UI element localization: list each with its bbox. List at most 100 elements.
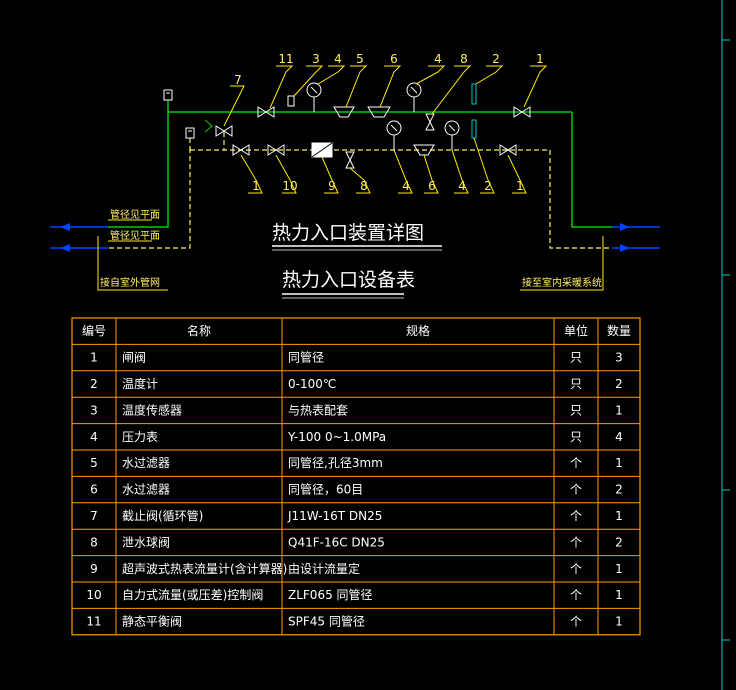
callout-top-9: 1 <box>536 52 544 66</box>
table-cell: 3 <box>90 403 98 417</box>
table-cell: 7 <box>90 509 98 523</box>
callout-leader <box>349 167 371 194</box>
pipe-arrows <box>50 223 660 252</box>
table-cell: 同管径,孔径3mm <box>288 455 383 470</box>
table-cell: 2 <box>90 377 98 391</box>
callout-bottom-7: 4 <box>458 179 466 193</box>
table-cell: 1 <box>615 588 623 602</box>
table-cell: 1 <box>615 509 623 523</box>
thermometer-icon <box>471 119 477 139</box>
callout-leader <box>415 65 446 85</box>
table-cell: 1 <box>615 456 623 470</box>
callout-leader <box>473 137 495 194</box>
table-cell: 个 <box>570 535 582 549</box>
table-cell: 只 <box>570 377 582 391</box>
table-cell: 0-100℃ <box>288 377 336 391</box>
label-left-lower: 管径见平面 <box>110 229 160 242</box>
table-cell: 1 <box>90 351 98 365</box>
table-cell: 2 <box>615 377 623 391</box>
callout-leader <box>240 154 263 194</box>
filter-icon <box>367 106 391 118</box>
table-cell: 4 <box>615 430 623 444</box>
table-cell: 8 <box>90 535 98 549</box>
table-cell: J11W-16T DN25 <box>287 509 382 523</box>
top-callout-leaders <box>223 65 548 127</box>
gate-valve-icon <box>513 106 531 118</box>
callout-leader <box>507 154 527 194</box>
callout-bottom-2: 10 <box>282 179 297 193</box>
callout-bottom-5: 4 <box>402 179 410 193</box>
drain-valve-icon <box>425 113 435 131</box>
table-header-cell: 数量 <box>607 323 631 338</box>
table-header-cell: 规格 <box>406 323 430 338</box>
table-cell: 1 <box>615 615 623 629</box>
callout-leader <box>275 154 297 194</box>
callout-leader <box>431 65 472 115</box>
bottom-callout-leaders <box>240 137 527 194</box>
callout-leader <box>393 149 413 194</box>
callout-bottom-9: 1 <box>516 179 524 193</box>
table-cell: 个 <box>570 483 582 497</box>
table-cell: 闸阀 <box>122 351 146 365</box>
callout-leader <box>423 154 439 194</box>
table-cell: 个 <box>570 615 582 629</box>
return-pipe <box>108 132 612 249</box>
table-cell: 与热表配套 <box>288 403 348 417</box>
table-cell: 同管径 <box>288 350 324 365</box>
callout-leader <box>523 65 548 108</box>
callout-mid-7: 7 <box>234 73 242 87</box>
leader-lines-bottom <box>97 219 604 291</box>
drain-valve-icon <box>345 151 355 169</box>
flow-control-valve-icon <box>267 144 285 156</box>
table-cell: SPF45 同管径 <box>288 614 365 629</box>
table-cell: 个 <box>570 588 582 602</box>
callout-leader <box>223 85 245 127</box>
callout-top-6: 4 <box>434 52 442 66</box>
bypass-valve <box>204 119 233 137</box>
table-header-cell: 编号 <box>82 323 106 338</box>
supply-components <box>257 82 531 131</box>
globe-valve-icon <box>215 125 233 137</box>
callout-leader <box>379 65 402 108</box>
callout-leader <box>317 65 346 85</box>
balancing-valve-icon <box>257 106 275 118</box>
table-cell: 同管径，60目 <box>288 482 363 497</box>
label-right-bottom: 接至室内采暖系统 <box>522 276 602 289</box>
callout-top-4: 5 <box>356 52 364 66</box>
table-cell: Y-100 0~1.0MPa <box>287 430 386 444</box>
callout-bottom-4: 8 <box>360 179 368 193</box>
gate-valve-icon <box>232 144 250 156</box>
callout-top-7: 8 <box>460 52 468 66</box>
table-cell: 只 <box>570 430 582 444</box>
table-cell: 4 <box>90 430 98 444</box>
callout-leader <box>321 156 339 194</box>
drawing-frame-edge <box>721 0 730 690</box>
table-cell: 水过滤器 <box>122 456 170 470</box>
callout-bottom-8: 2 <box>484 179 492 193</box>
table-cell: 温度计 <box>122 376 158 391</box>
callout-leader <box>451 149 469 194</box>
table-cell: 泄水球阀 <box>122 535 170 549</box>
thermometer-icon <box>471 83 477 105</box>
table-title: 热力入口设备表 <box>282 269 415 291</box>
table-cell: 1 <box>615 403 623 417</box>
table-cell: 超声波式热表流量计(含计算器) <box>122 561 287 576</box>
callout-leader <box>293 65 324 97</box>
table-cell: 2 <box>615 535 623 549</box>
table-cell: 只 <box>570 351 582 365</box>
filter-icon <box>333 106 355 118</box>
callout-top-1: 11 <box>278 52 293 66</box>
table-cell: 9 <box>90 562 98 576</box>
table-cell: 截止阀(循环管) <box>122 508 203 523</box>
callout-top-3: 4 <box>334 52 342 66</box>
label-left-upper: 管径见平面 <box>110 208 160 221</box>
table-cell: 只 <box>570 403 582 417</box>
callout-top-8: 2 <box>492 52 500 66</box>
callout-bottom-3: 9 <box>328 179 336 193</box>
air-vent-icons <box>163 89 195 139</box>
callout-leader <box>345 65 368 108</box>
table-cell: 静态平衡阀 <box>122 615 182 629</box>
table-cell: 2 <box>615 483 623 497</box>
table-cell: 个 <box>570 456 582 470</box>
